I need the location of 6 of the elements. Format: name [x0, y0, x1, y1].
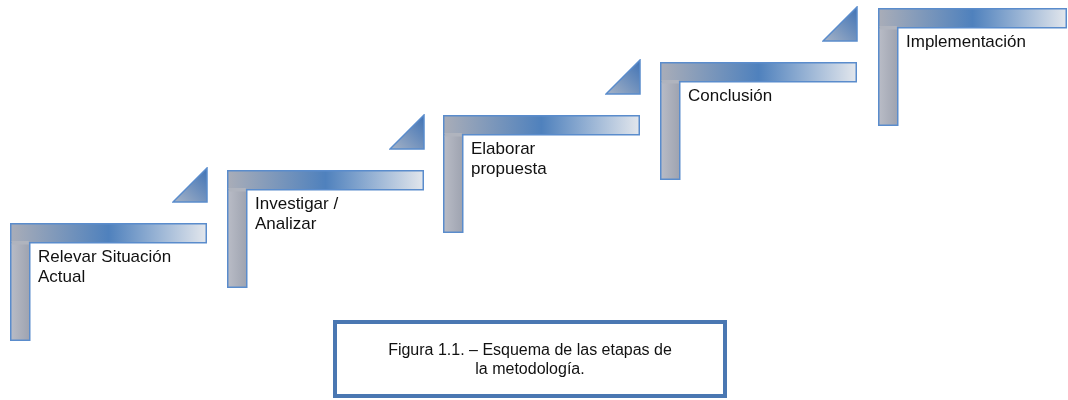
- step-label: Implementación: [906, 32, 1026, 52]
- step-label: Elaborar propuesta: [471, 139, 548, 179]
- caption-text: Figura 1.1. – Esquema de las etapas de la metodología.: [387, 340, 673, 378]
- step-label: Relevar Situación Actual: [38, 247, 172, 287]
- step-label: Conclusión: [688, 86, 773, 106]
- step-label: Investigar / Analizar: [255, 194, 340, 234]
